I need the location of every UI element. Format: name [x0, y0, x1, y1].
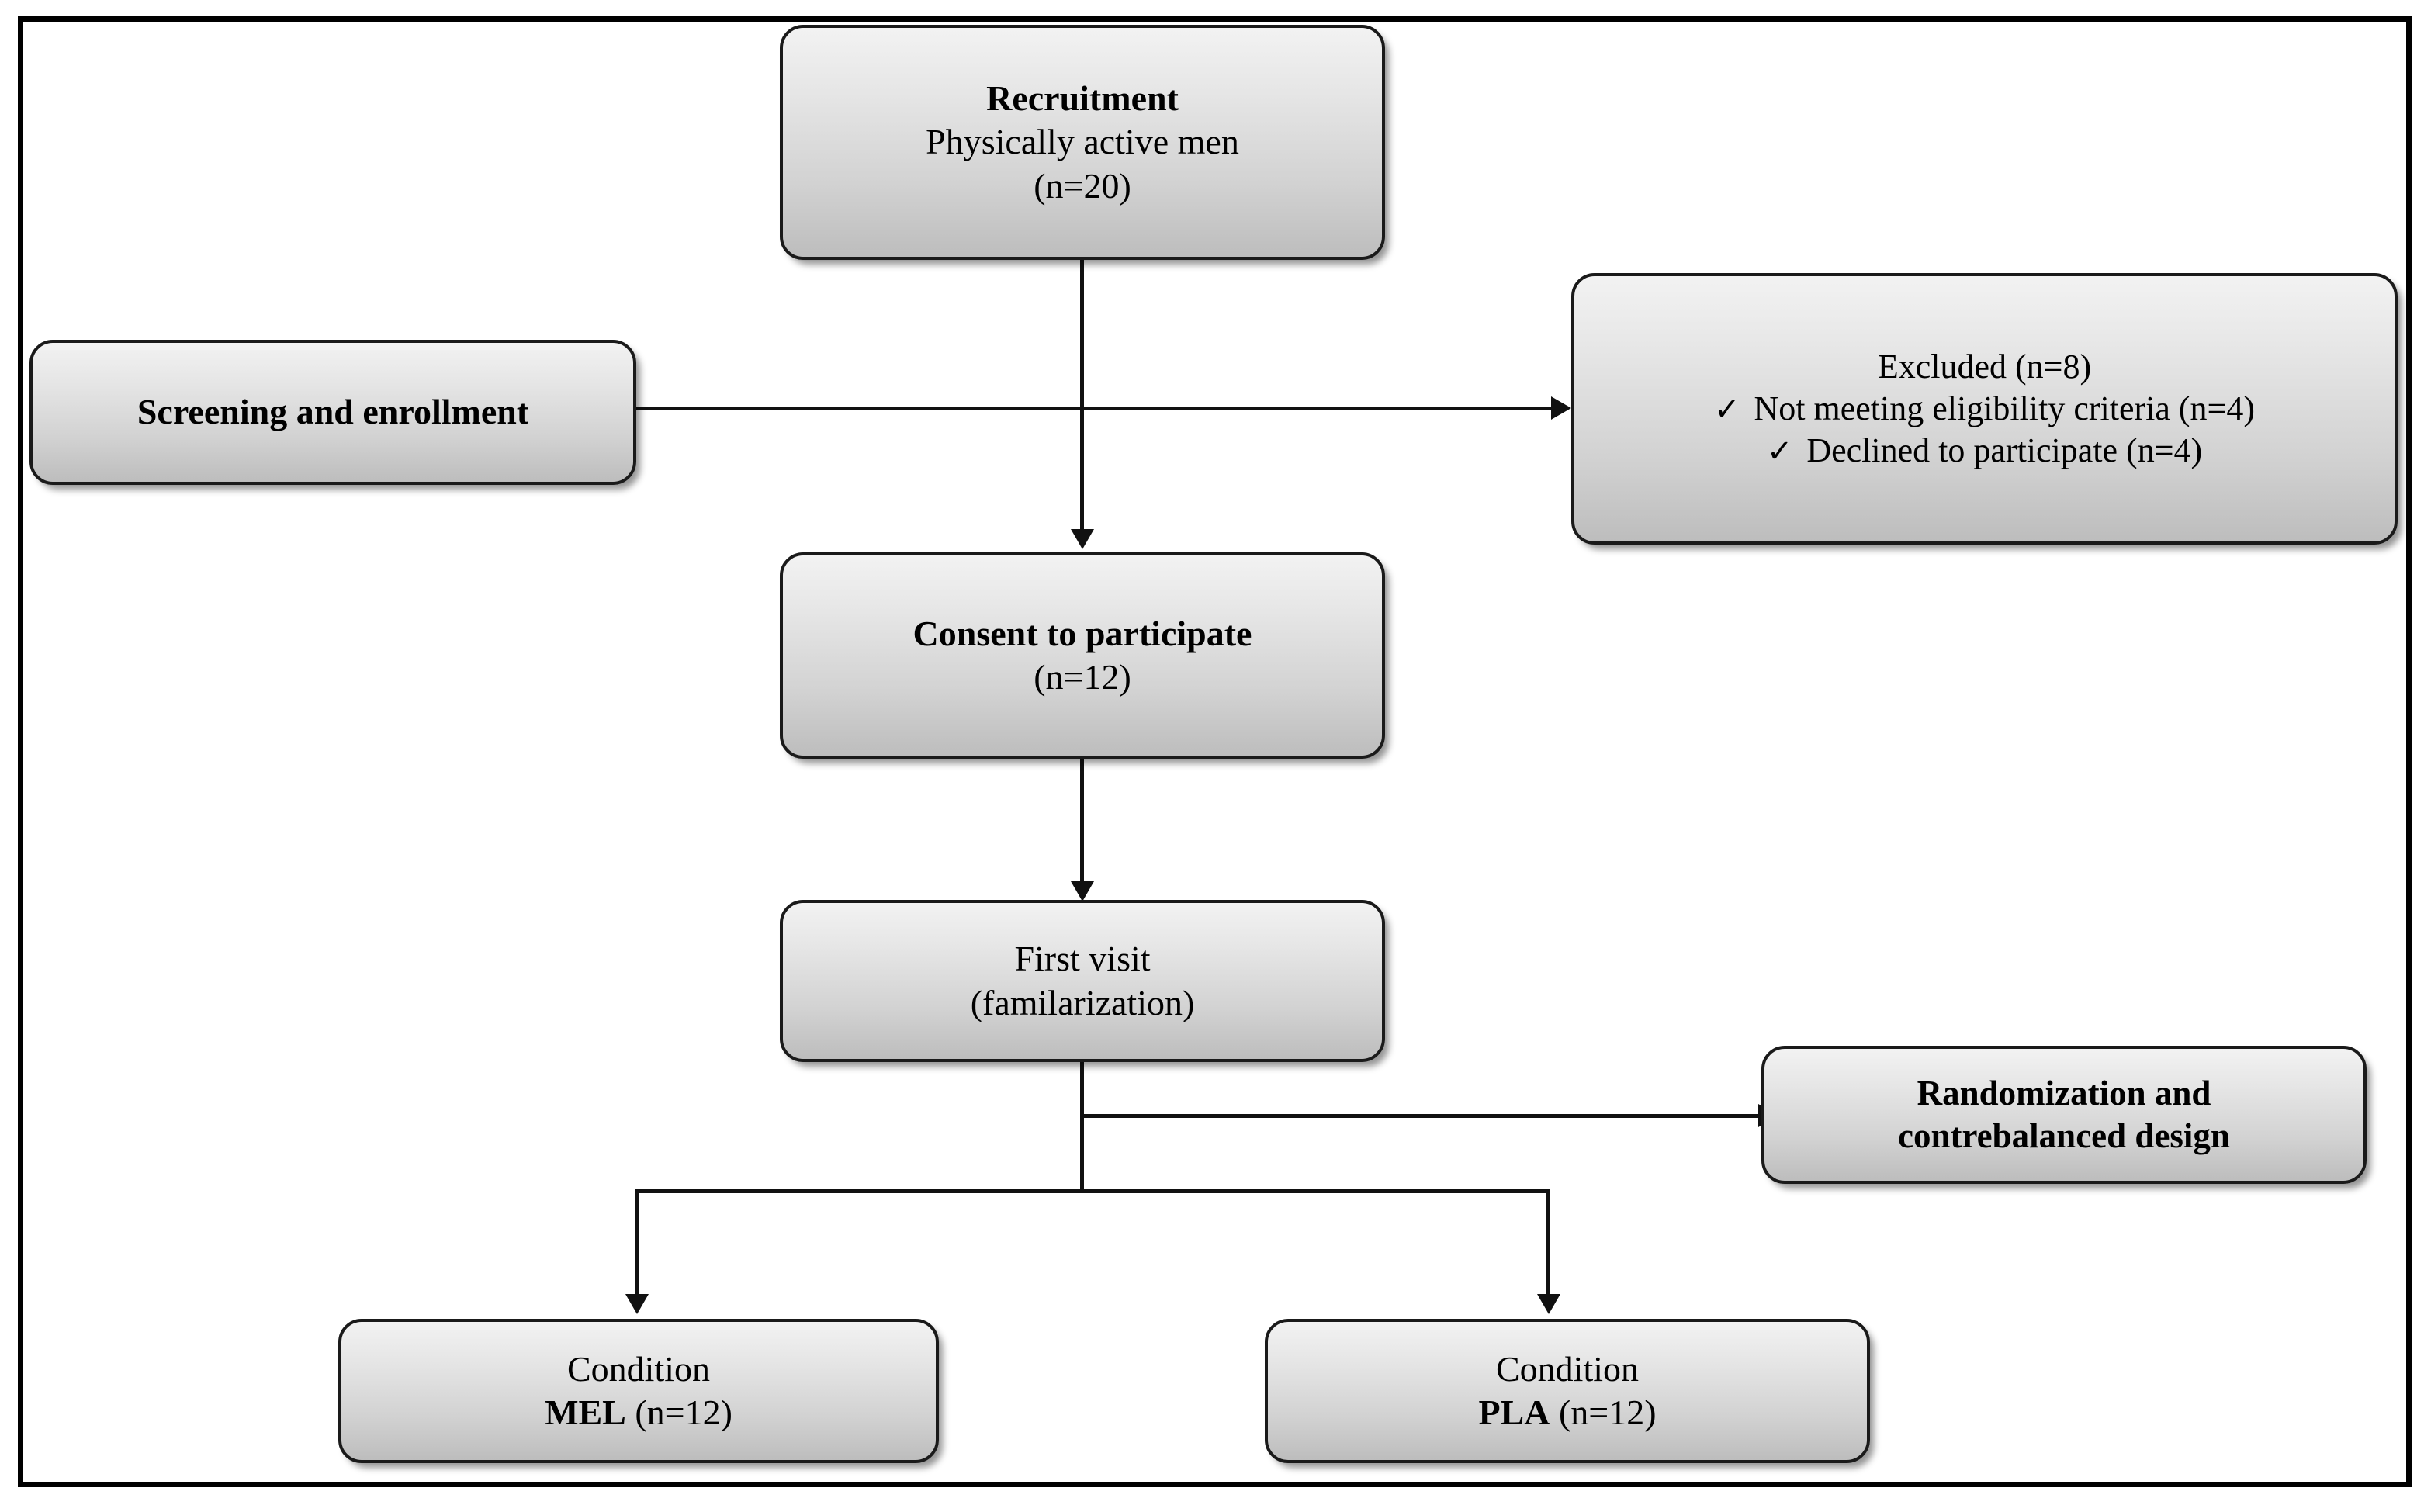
node-excluded[interactable]: Excluded (n=8) ✓ Not meeting eligibility…: [1571, 273, 2398, 545]
arrowhead-first-visit: [1071, 881, 1094, 901]
arrowhead-consent: [1071, 529, 1094, 549]
condition-pla-line1: Condition: [1495, 1348, 1640, 1389]
excluded-bullet-2: ✓ Declined to participate (n=4): [1585, 430, 2384, 472]
node-condition-mel[interactable]: Condition MEL (n=12): [338, 1319, 939, 1463]
condition-mel-line2: MEL (n=12): [352, 1391, 925, 1434]
excluded-bullet-2-text: Declined to participate (n=4): [1806, 431, 2203, 469]
connector-screening-to-excluded: [635, 407, 1554, 410]
check-icon: ✓: [1713, 392, 1740, 427]
connector-first-visit-to-randomization: [1080, 1114, 1761, 1118]
node-recruitment[interactable]: Recruitment Physically active men (n=20): [780, 25, 1385, 260]
consent-title: Consent to participate: [912, 613, 1252, 653]
node-condition-pla[interactable]: Condition PLA (n=12): [1265, 1319, 1870, 1463]
arrowhead-condition-mel: [625, 1294, 649, 1314]
connector-consent-to-first-visit: [1080, 759, 1084, 887]
randomization-line1: Randomization and: [1917, 1074, 2211, 1113]
connector-branch-left: [635, 1189, 639, 1298]
excluded-title: Excluded (n=8): [1877, 348, 2092, 386]
condition-pla-line2: PLA (n=12): [1279, 1391, 1856, 1434]
connector-first-visit-spine: [1080, 1062, 1084, 1192]
check-icon: ✓: [1766, 433, 1793, 469]
randomization-line2: contrebalanced design: [1898, 1116, 2230, 1155]
node-screening-and-enrollment[interactable]: Screening and enrollment: [29, 340, 636, 485]
excluded-bullet-1: ✓ Not meeting eligibility criteria (n=4): [1585, 388, 2384, 430]
condition-mel-label: MEL: [545, 1393, 626, 1432]
connector-recruitment-to-consent: [1080, 260, 1084, 535]
condition-mel-line1: Condition: [566, 1348, 711, 1389]
screening-title: Screening and enrollment: [137, 392, 529, 432]
excluded-bullet-1-text: Not meeting eligibility criteria (n=4): [1754, 389, 2256, 428]
first-visit-line2: (familarization): [970, 982, 1195, 1022]
recruitment-line2: Physically active men: [926, 122, 1239, 162]
consent-line2: (n=12): [1034, 657, 1131, 697]
node-consent-to-participate[interactable]: Consent to participate (n=12): [780, 552, 1385, 759]
condition-mel-count: (n=12): [625, 1393, 732, 1432]
arrowhead-condition-pla: [1537, 1294, 1560, 1314]
condition-pla-label: PLA: [1478, 1393, 1550, 1432]
condition-pla-count: (n=12): [1550, 1393, 1657, 1432]
node-randomization[interactable]: Randomization and contrebalanced design: [1761, 1046, 2367, 1184]
connector-branch-right: [1546, 1189, 1550, 1298]
arrowhead-excluded: [1551, 396, 1571, 420]
first-visit-line1: First visit: [1014, 939, 1151, 979]
recruitment-line3: (n=20): [1034, 165, 1131, 206]
connector-branch-bar: [635, 1189, 1550, 1193]
node-first-visit[interactable]: First visit (familarization): [780, 900, 1385, 1062]
recruitment-title: Recruitment: [986, 78, 1179, 119]
